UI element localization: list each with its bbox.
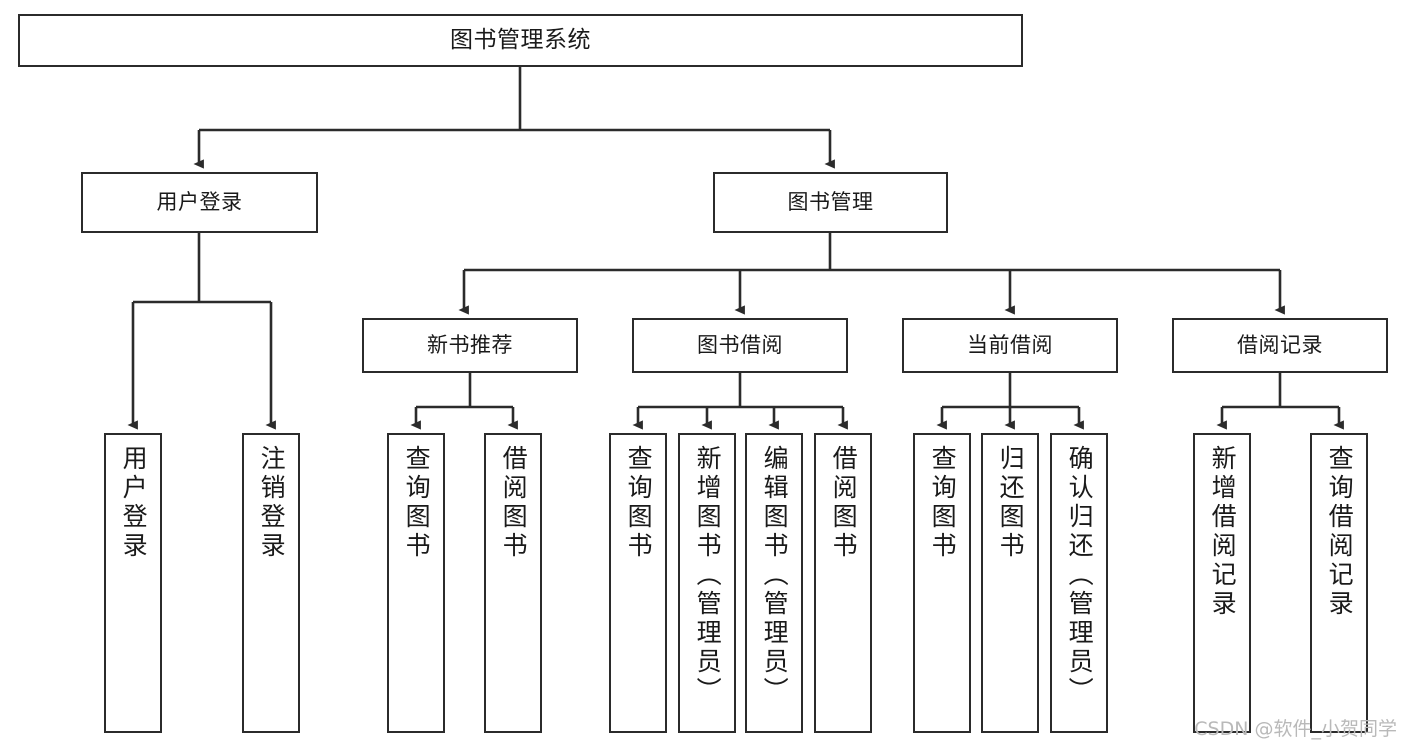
leaf-book-borrow-edit-book-admin[interactable]: 编辑图书（管理员） bbox=[745, 433, 803, 733]
node-label: 归还图书 bbox=[996, 445, 1026, 561]
node-label: 图书借阅 bbox=[697, 333, 783, 358]
node-label: 编辑图书（管理员） bbox=[760, 445, 790, 706]
leaf-borrow-record-query-record[interactable]: 查询借阅记录 bbox=[1310, 433, 1368, 733]
node-book-management[interactable]: 图书管理 bbox=[713, 172, 948, 233]
node-label: 图书管理 bbox=[787, 190, 874, 215]
node-label: 当前借阅 bbox=[967, 333, 1053, 358]
node-label: 确认归还（管理员） bbox=[1065, 445, 1095, 706]
node-label: 新增图书（管理员） bbox=[693, 445, 723, 706]
leaf-book-borrow-query-book[interactable]: 查询图书 bbox=[609, 433, 667, 733]
node-label: 借阅图书 bbox=[829, 445, 859, 561]
node-label: 查询图书 bbox=[928, 445, 958, 561]
leaf-user-login-login[interactable]: 用户登录 bbox=[104, 433, 162, 733]
node-label: 查询借阅记录 bbox=[1325, 445, 1355, 619]
node-borrow-record[interactable]: 借阅记录 bbox=[1172, 318, 1388, 373]
leaf-borrow-record-add-record[interactable]: 新增借阅记录 bbox=[1193, 433, 1251, 733]
leaf-new-book-query-book[interactable]: 查询图书 bbox=[387, 433, 445, 733]
node-book-borrow[interactable]: 图书借阅 bbox=[632, 318, 848, 373]
leaf-user-login-logout[interactable]: 注销登录 bbox=[242, 433, 300, 733]
leaf-current-borrow-confirm-return-admin[interactable]: 确认归还（管理员） bbox=[1050, 433, 1108, 733]
node-user-login[interactable]: 用户登录 bbox=[81, 172, 318, 233]
node-current-borrow[interactable]: 当前借阅 bbox=[902, 318, 1118, 373]
watermark-csdn: CSDN @软件_小贺同学 bbox=[1194, 718, 1397, 740]
node-root-book-management-system[interactable]: 图书管理系统 bbox=[18, 14, 1023, 67]
node-label: 新增借阅记录 bbox=[1208, 445, 1238, 619]
leaf-new-book-borrow-book[interactable]: 借阅图书 bbox=[484, 433, 542, 733]
leaf-current-borrow-query-book[interactable]: 查询图书 bbox=[913, 433, 971, 733]
node-label: 新书推荐 bbox=[427, 333, 513, 358]
node-label: 借阅图书 bbox=[499, 445, 529, 561]
node-label: 图书管理系统 bbox=[450, 26, 591, 53]
node-label: 注销登录 bbox=[257, 445, 287, 561]
node-label: 查询图书 bbox=[402, 445, 432, 561]
node-label: 用户登录 bbox=[119, 445, 149, 561]
node-label: 用户登录 bbox=[156, 190, 243, 215]
leaf-book-borrow-borrow-book[interactable]: 借阅图书 bbox=[814, 433, 872, 733]
node-new-book-recommend[interactable]: 新书推荐 bbox=[362, 318, 578, 373]
leaf-book-borrow-add-book-admin[interactable]: 新增图书（管理员） bbox=[678, 433, 736, 733]
leaf-current-borrow-return-book[interactable]: 归还图书 bbox=[981, 433, 1039, 733]
node-label: 借阅记录 bbox=[1237, 333, 1323, 358]
node-label: 查询图书 bbox=[624, 445, 654, 561]
